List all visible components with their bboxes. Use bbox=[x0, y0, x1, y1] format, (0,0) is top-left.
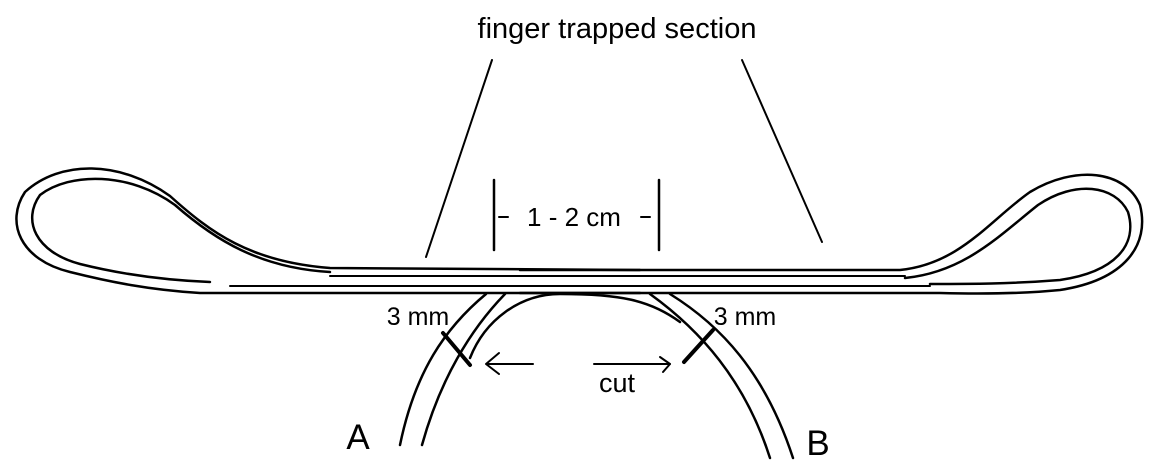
cut-label: cut bbox=[599, 368, 636, 398]
title-label: finger trapped section bbox=[478, 13, 757, 45]
length-dimension: 1 - 2 cm bbox=[492, 178, 661, 252]
strand-b bbox=[648, 292, 795, 460]
right-mark-label: 3 mm bbox=[714, 303, 777, 331]
right-cut-mark bbox=[682, 328, 715, 364]
left-leader-line bbox=[425, 59, 493, 258]
cut-arrow bbox=[593, 356, 671, 373]
left-cut-mark bbox=[441, 331, 472, 367]
left-loop bbox=[15, 167, 642, 295]
end-b-label: B bbox=[806, 424, 829, 463]
left-mark-label: 3 mm bbox=[387, 303, 450, 331]
strand-a bbox=[398, 292, 507, 447]
right-leader-line bbox=[741, 59, 823, 243]
length-label: 1 - 2 cm bbox=[527, 202, 621, 232]
trapped-section bbox=[229, 275, 931, 287]
right-loop bbox=[518, 173, 1144, 295]
center-arch bbox=[468, 292, 682, 360]
end-a-label: A bbox=[346, 418, 370, 457]
left-arrow bbox=[485, 352, 534, 375]
